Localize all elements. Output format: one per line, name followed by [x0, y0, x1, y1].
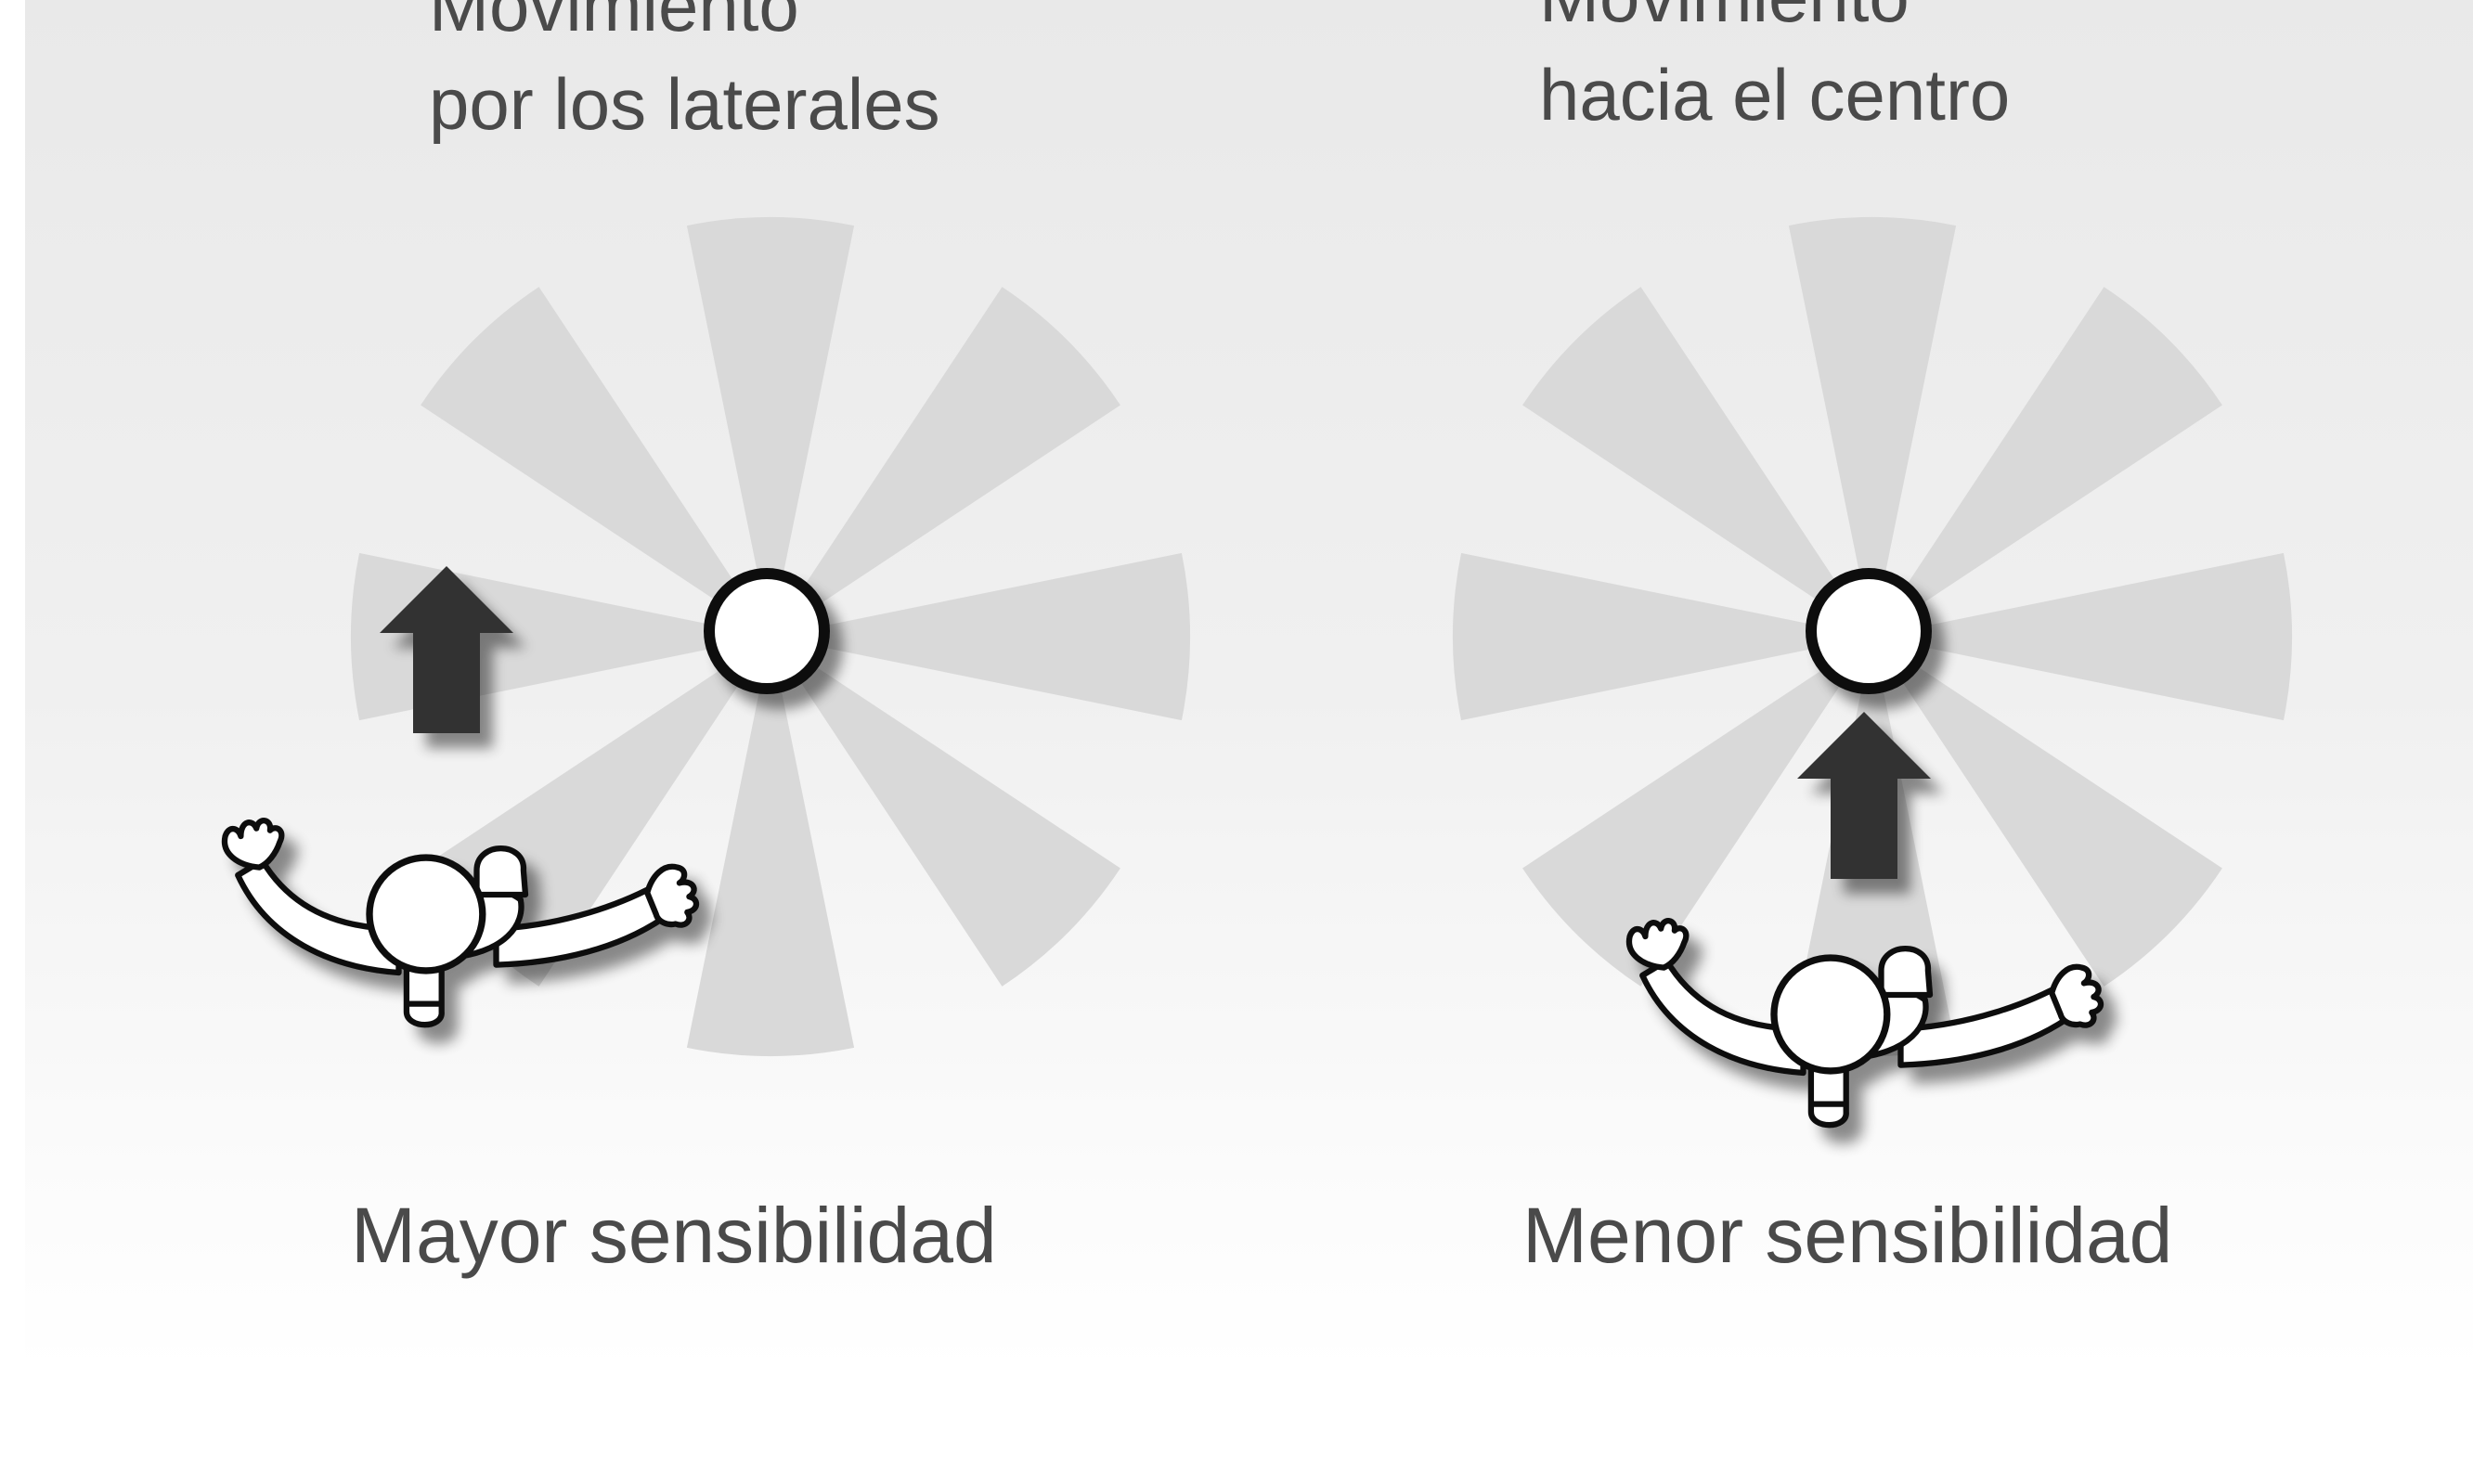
right-heading-line2: hacia el centro [1539, 54, 2011, 135]
radial-sector-pattern-right [1452, 217, 2292, 1056]
radial-sector [1522, 287, 1872, 637]
radial-sector [770, 552, 1191, 721]
radial-sector [686, 637, 855, 1056]
right-caption: Menor sensibilidad [1522, 1192, 2173, 1279]
radial-sector [686, 216, 855, 637]
radial-sector [1522, 637, 1872, 987]
radial-sector [1872, 287, 2222, 637]
radial-sector [770, 637, 1120, 987]
radial-sector [1452, 552, 1872, 721]
left-caption: Mayor sensibilidad [351, 1192, 997, 1279]
target-circle-icon [1806, 568, 1932, 694]
radial-sector [421, 287, 770, 637]
target-circle-icon [704, 568, 830, 694]
right-heading-line1: Movimiento [1539, 0, 1910, 37]
left-heading-line2: por los laterales [429, 63, 940, 145]
radial-sector [1872, 637, 2222, 987]
radial-sector [1872, 552, 2292, 721]
left-heading-line1: Movimiento [429, 0, 799, 46]
radial-sector [1788, 217, 1957, 637]
radial-sector [770, 287, 1120, 637]
